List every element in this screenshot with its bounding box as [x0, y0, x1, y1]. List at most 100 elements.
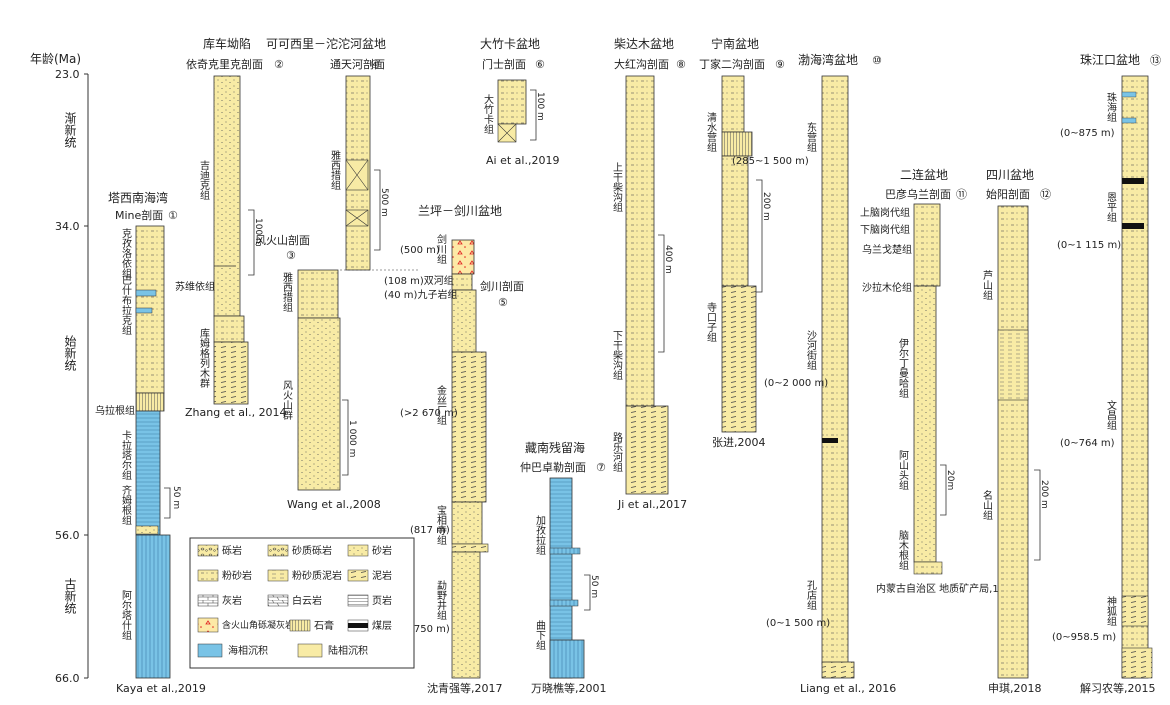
source-citation: 申琪,2018	[988, 682, 1042, 695]
unit-label: 上干柴沟组	[611, 162, 623, 212]
unit-label: 卡拉塔尔组	[120, 429, 132, 480]
unit-label: 上脑岗代组	[860, 206, 910, 219]
unit-label: 乌拉根组	[95, 404, 135, 417]
svg-text:陆相沉积: 陆相沉积	[328, 644, 368, 657]
section-number: ⑫	[1040, 188, 1051, 201]
section-number: ⑨	[775, 58, 785, 71]
unit-label: (40 m)九子岩组	[384, 288, 457, 301]
unit-label: 巴什布拉克组	[120, 275, 132, 335]
svg-text:页岩: 页岩	[372, 594, 392, 607]
source-citation: Liang et al., 2016	[800, 682, 896, 695]
scale-bar-label: 100 m	[253, 218, 263, 247]
section-number: ⑪	[956, 188, 967, 201]
unit-label: 阿山头组	[897, 450, 909, 490]
profile-title: 仲巴卓勒剖面	[520, 460, 586, 474]
age-axis-title: 年龄(Ma)	[30, 52, 81, 66]
basin-title: 塔西南海湾	[108, 190, 168, 205]
basin-title: 柴达木盆地	[614, 37, 674, 51]
unit-label: 曲下组	[534, 620, 546, 650]
unit-label: 名山组	[981, 489, 993, 520]
source-citation: 解习农等,2015	[1080, 681, 1156, 695]
scale-bar-label: 200 m	[1039, 480, 1049, 509]
legend-item: 砂质砾岩	[267, 544, 332, 557]
unit-label: 苏维依组	[175, 280, 215, 293]
section-number: ⑩	[872, 54, 882, 67]
section-number: ⑧	[676, 58, 686, 71]
section-2: 库车坳陷 依奇克里克剖面 ② 吉迪克组 苏维依组 库姆格列木群 100 m Zh…	[175, 36, 287, 419]
unit-label: 脑木根组	[897, 529, 909, 570]
profile-title: 剑川剖面	[480, 279, 524, 293]
unit-label: 剑川组	[435, 233, 447, 264]
profile-title: 通天河剖面	[330, 57, 385, 71]
profile-title: Mine剖面	[115, 208, 163, 222]
age-tick: 34.0	[55, 220, 80, 233]
profile-title: 巴彦乌兰剖面	[885, 187, 951, 201]
basin-title: 可可西里－沱沱河盆地	[266, 36, 386, 51]
unit-label: 金丝厂组	[435, 384, 447, 425]
source-citation: Zhang et al., 2014	[185, 406, 287, 419]
legend-item: 煤层	[347, 619, 392, 632]
section-number: ⑤	[498, 296, 508, 309]
unit-label: (285~1 500 m)	[732, 156, 809, 167]
svg-text:粉砂质泥岩: 粉砂质泥岩	[292, 569, 342, 582]
basin-title: 藏南残留海	[525, 440, 585, 455]
legend-item: 石膏	[289, 619, 334, 632]
unit-label: 下干柴沟组	[611, 330, 623, 380]
basin-title: 渤海湾盆地	[798, 52, 858, 67]
svg-text:白云岩: 白云岩	[292, 594, 322, 607]
profile-title: 大红沟剖面	[614, 57, 669, 71]
svg-text:砾岩: 砾岩	[222, 544, 242, 557]
basin-title: 四川盆地	[986, 168, 1034, 182]
svg-text:煤层: 煤层	[372, 619, 392, 632]
unit-label: 珠海组	[1105, 91, 1117, 122]
unit-label: 神狐组	[1105, 595, 1117, 626]
epoch-label: 古新统	[63, 577, 77, 614]
unit-label: (0~958.5 m)	[1052, 632, 1116, 643]
profile-title: 门士剖面	[482, 57, 526, 71]
unit-label: 恩平组	[1105, 192, 1117, 222]
svg-text:灰岩: 灰岩	[222, 594, 242, 607]
unit-label: 路乐河组	[611, 431, 623, 472]
basin-title: 兰坪－剑川盆地	[418, 203, 502, 218]
svg-text:粉砂岩: 粉砂岩	[222, 569, 252, 582]
unit-label: 寺口子组	[705, 302, 717, 342]
section-3: 风火山剖面 ③ 雅西措组 风火山群 1 000 m Wang et al.,20…	[255, 233, 381, 511]
unit-label: (750 m)	[410, 624, 450, 635]
legend-item: 砾岩	[197, 544, 242, 557]
unit-label: 加孜拉组	[534, 515, 546, 555]
unit-label: 孔店组	[805, 580, 817, 610]
unit-label: 风火山群	[281, 380, 293, 421]
scale-bar-label: 20m	[945, 470, 955, 490]
unit-label: (0~1 500 m)	[766, 618, 830, 629]
section-number: ②	[274, 58, 284, 71]
epoch-label: 渐新统	[63, 112, 77, 148]
scale-bar-label: 50 m	[171, 486, 181, 509]
svg-text:泥岩: 泥岩	[372, 569, 392, 582]
section-10: 渤海湾盆地 ⑩ 东营组 沙河街组 (0~2 000 m) 孔店组 (0~1 50…	[764, 52, 896, 695]
svg-text:砂岩: 砂岩	[372, 544, 392, 557]
unit-label: 下脑岗代组	[860, 223, 910, 236]
basin-title: 宁南盆地	[711, 36, 759, 51]
unit-label: 阿尔塔什组	[120, 590, 132, 640]
legend-item: 泥岩	[347, 569, 392, 582]
unit-label: 克孜洛依组	[120, 228, 132, 278]
source-citation: Ai et al.,2019	[486, 154, 559, 167]
section-number: ④	[370, 58, 380, 71]
age-tick: 23.0	[55, 68, 80, 81]
unit-label: 伊尔丁曼哈组	[897, 338, 909, 398]
svg-text:石膏: 石膏	[314, 619, 334, 632]
svg-text:含火山角砾凝灰岩: 含火山角砾凝灰岩	[222, 619, 294, 631]
source-citation: 内蒙古自治区 地质矿产局,1996	[876, 582, 1018, 595]
source-citation: 万晓樵等,2001	[531, 681, 607, 695]
section-7: 藏南残留海 仲巴卓勒剖面 ⑦ 加孜拉组 曲下组 50 m 万晓樵等,2001	[520, 440, 607, 695]
unit-label: 沙河街组	[805, 330, 817, 370]
section-13: 珠江口盆地 ⑬ 珠海组 (0~875 m) 恩平组 (0~1 115 m) 文昌…	[1052, 53, 1161, 695]
legend-item: 陆相沉积	[297, 643, 368, 658]
unit-label: 清水营组	[705, 111, 717, 152]
source-citation: Wang et al.,2008	[287, 498, 381, 511]
unit-label: (108 m)双河组	[384, 274, 454, 287]
section-number: ③	[286, 249, 296, 262]
profile-title: 始阳剖面	[986, 187, 1030, 201]
legend-item: 粉砂岩	[197, 569, 252, 582]
